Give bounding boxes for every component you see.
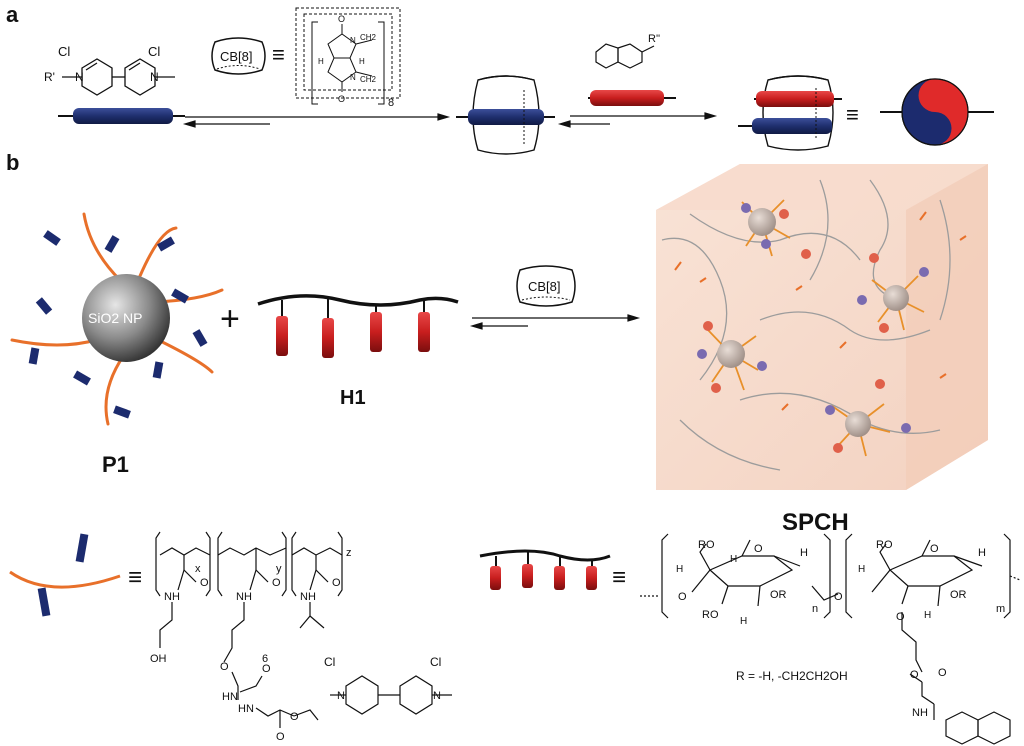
spch-crosslink-nodes <box>674 199 967 457</box>
h1-o-3: O <box>834 591 843 603</box>
p1-sub-x: x <box>195 563 201 575</box>
p1-o-3: O <box>332 577 341 589</box>
p1-nanoparticle-graphic <box>10 212 224 426</box>
p1-sub-z: z <box>346 547 352 559</box>
h1-o-5: O <box>896 611 905 623</box>
p1-nh-1: NH <box>164 591 180 603</box>
h1-h-3: H <box>676 564 683 575</box>
naphthyl-cylinder-icon <box>588 90 676 106</box>
p1-graft-icon <box>9 533 121 617</box>
p1-o-7: O <box>290 711 299 723</box>
h1-h-5: H <box>978 547 986 559</box>
cb8-barrel-icon-b <box>516 265 576 307</box>
p1-o-6: O <box>276 731 285 743</box>
p1-o-1: O <box>200 577 209 589</box>
equiv-symbol-p1: ≡ <box>128 564 142 591</box>
viologen-cl-right: Cl <box>148 44 160 59</box>
cb8-label-a: CB[8] <box>220 49 253 64</box>
h1-polymer-graphic <box>257 294 459 358</box>
equilibrium-arrow-b <box>469 314 641 330</box>
cb8-label-b: CB[8] <box>528 279 561 294</box>
h1-ro-2: RO <box>702 609 719 621</box>
h1-o-4: O <box>930 543 939 555</box>
p1-nh-3: NH <box>300 591 316 603</box>
h1-chemical-structure <box>640 533 1021 745</box>
p1-oh: OH <box>150 653 167 665</box>
h1-h-7: H <box>924 610 931 621</box>
spch-hydrogel-cube <box>656 164 988 490</box>
cb8-ch2-bottom: CH2 <box>360 75 377 84</box>
h1-o-2: O <box>678 591 687 603</box>
h1-backbone-icon <box>479 549 611 590</box>
equiv-symbol-h1: ≡ <box>612 564 626 591</box>
p1-cl-1: Cl <box>324 655 335 669</box>
viologen-structure <box>62 58 175 96</box>
p1-nh-2: NH <box>236 591 252 603</box>
h1-ro-3: RO <box>876 539 893 551</box>
h1-nh: NH <box>912 707 928 719</box>
panel-b-label: b <box>6 150 19 175</box>
cb8-h-right: H <box>359 57 365 66</box>
cb8-structure <box>295 7 401 105</box>
spch-label: SPCH <box>782 509 849 536</box>
h1-h-1: H <box>800 547 808 559</box>
equiv-symbol-a2: ≡ <box>846 102 859 127</box>
cb8-ch2-top: CH2 <box>360 33 377 42</box>
cb8-n-bottom: N <box>350 73 356 82</box>
equiv-symbol-a: ≡ <box>272 42 285 67</box>
cb8-barrel-icon <box>211 37 266 75</box>
h1-sub-n: n <box>812 603 818 615</box>
naphthyl-r-group: R'' <box>648 33 660 45</box>
p1-o-4: O <box>220 661 229 673</box>
h1-or-2: OR <box>950 589 967 601</box>
p1-hn-1: HN <box>222 691 238 703</box>
h1-sub-m: m <box>996 603 1005 615</box>
plus-symbol: + <box>220 300 240 338</box>
cb8-o-top: O <box>338 14 345 24</box>
h1-o-7: O <box>938 667 947 679</box>
h1-h-4: H <box>740 616 747 627</box>
p1-sub-six: 6 <box>262 653 268 665</box>
cb8-o-bottom: O <box>338 94 345 104</box>
cb8-n-top: N <box>350 36 356 45</box>
cb8-subscript: 8 <box>388 97 394 109</box>
h1-h-6: H <box>858 564 865 575</box>
naphthyl-structure <box>595 43 655 69</box>
nanoparticle-label: SiO2 NP <box>88 310 142 326</box>
equilibrium-arrow-a1 <box>182 113 451 128</box>
p1-sub-y: y <box>276 563 282 575</box>
panel-a-label: a <box>6 2 19 27</box>
viologen-n-right: N <box>150 70 159 84</box>
host-guest-circle-icon <box>880 78 994 146</box>
p1-cl-2: Cl <box>430 655 441 669</box>
h1-ro-1: RO <box>698 539 715 551</box>
viologen-cylinder-icon <box>58 108 185 124</box>
h1-or-1: OR <box>770 589 787 601</box>
cb8-h-left: H <box>318 57 324 66</box>
viologen-cl-left: Cl <box>58 44 70 59</box>
r-definition: R = -H, -CH2CH2OH <box>736 669 848 683</box>
p1-label: P1 <box>102 452 129 477</box>
p1-chemical-structure <box>155 531 452 728</box>
viologen-r-group: R' <box>44 70 55 84</box>
h1-o-1: O <box>754 543 763 555</box>
h1-label: H1 <box>340 387 366 409</box>
equilibrium-arrow-a2 <box>557 112 718 128</box>
h1-o-6: O <box>910 669 919 681</box>
ternary-complex-icon <box>738 75 842 151</box>
p1-o-2: O <box>272 577 281 589</box>
p1-n-2: N <box>433 690 441 702</box>
cb8-viologen-complex-icon <box>456 75 555 155</box>
p1-hn-2: HN <box>238 703 254 715</box>
p1-n-1: N <box>337 690 345 702</box>
viologen-n-left: N <box>75 70 84 84</box>
h1-h-2: H <box>730 554 737 565</box>
p1-o-5: O <box>262 663 271 675</box>
